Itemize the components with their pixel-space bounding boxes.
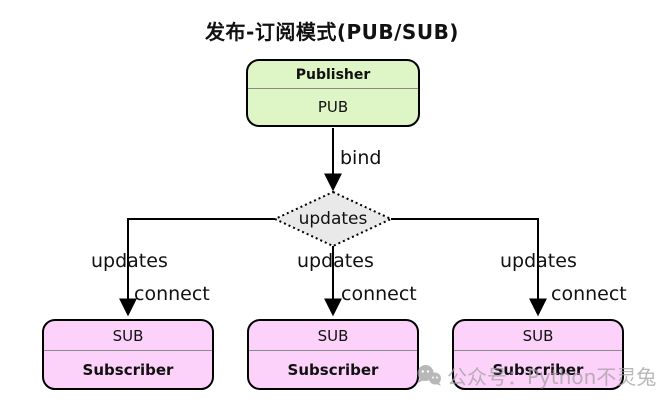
subscriber-name: Subscriber <box>492 360 584 379</box>
publisher-node: Publisher PUB <box>246 59 420 127</box>
subscriber-socket: SUB <box>44 321 212 351</box>
subscriber-socket: SUB <box>454 321 622 351</box>
watermark: 公众号：Python不灵兔 <box>416 361 656 390</box>
subscriber-name: Subscriber <box>287 360 379 379</box>
watermark-text: 公众号：Python不灵兔 <box>447 365 657 389</box>
updates-label-right: updates <box>500 250 577 272</box>
updates-diamond <box>272 190 394 248</box>
bind-label: bind <box>340 147 382 169</box>
updates-label-left: updates <box>91 250 168 272</box>
publisher-name: Publisher <box>248 61 418 89</box>
connect-label-middle: connect <box>341 283 417 305</box>
connect-label-left: connect <box>134 283 210 305</box>
updates-label-middle: updates <box>297 250 374 272</box>
wechat-icon <box>417 365 441 386</box>
subscriber-name: Subscriber <box>82 360 174 379</box>
connect-label-right: connect <box>551 283 627 305</box>
subscriber-socket: SUB <box>249 321 417 351</box>
subscriber-node: SUB Subscriber <box>452 319 624 390</box>
subscriber-node: SUB Subscriber <box>247 319 419 390</box>
subscriber-node: SUB Subscriber <box>42 319 214 390</box>
diagram-title: 发布-订阅模式(PUB/SUB) <box>205 20 459 44</box>
branch-right-arrow <box>391 218 547 317</box>
branch-left-arrow <box>119 218 275 317</box>
publisher-socket: PUB <box>317 98 349 116</box>
updates-hub-label: updates <box>298 209 368 229</box>
